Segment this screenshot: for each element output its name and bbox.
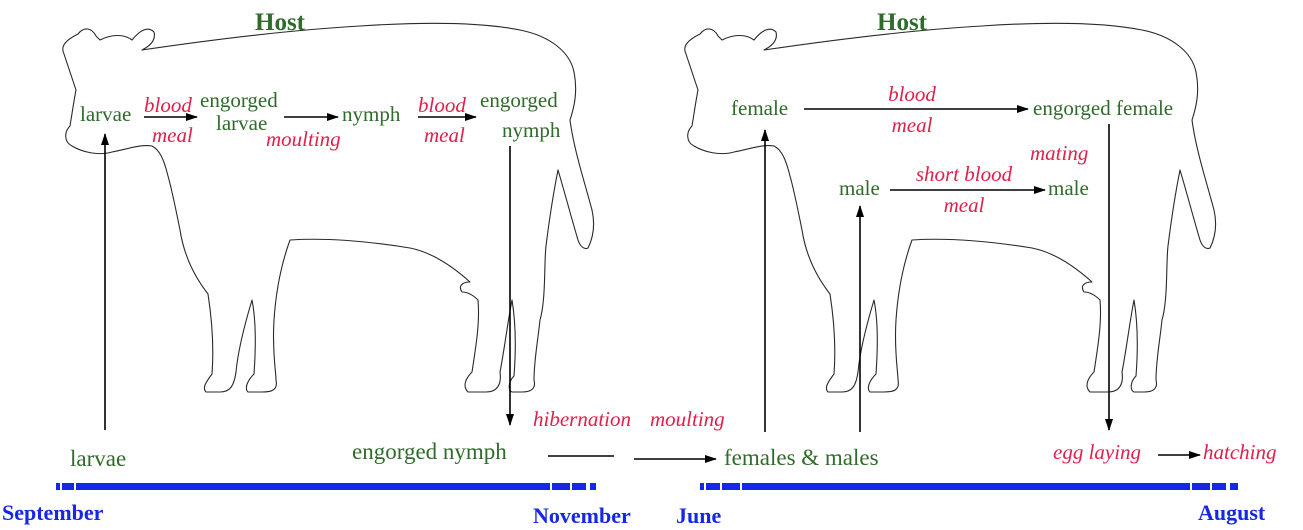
activity-blood-meal-1-a: blood bbox=[144, 93, 192, 117]
activity-blood-meal-female-a: blood bbox=[888, 82, 936, 106]
host-label-left: Host bbox=[255, 9, 306, 36]
ground-hibernation: hibernation bbox=[533, 407, 631, 431]
activity-blood-meal-1-b: meal bbox=[152, 123, 193, 147]
activity-mating: mating bbox=[1030, 141, 1088, 165]
activity-short-blood-meal-b: meal bbox=[944, 193, 985, 217]
stage-engorged-larvae-line1: engorged bbox=[200, 88, 278, 112]
month-november: November bbox=[533, 503, 631, 528]
stage-engorged-female: engorged female bbox=[1033, 96, 1173, 120]
month-august: August bbox=[1198, 500, 1266, 525]
stage-engorged-larvae-line2: larvae bbox=[216, 111, 267, 135]
stage-larvae-on-host: larvae bbox=[80, 102, 131, 126]
stage-engorged-nymph-line2: nymph bbox=[502, 118, 561, 142]
timeline-left bbox=[56, 483, 596, 490]
host-label-right: Host bbox=[877, 9, 928, 36]
activity-blood-meal-2-b: meal bbox=[424, 123, 465, 147]
stage-engorged-nymph-line1: engorged bbox=[480, 88, 558, 112]
month-september: September bbox=[2, 500, 104, 525]
month-june: June bbox=[676, 503, 721, 528]
ground-moulting: moulting bbox=[650, 407, 725, 431]
ground-hatching: hatching bbox=[1203, 440, 1277, 464]
stage-male: male bbox=[839, 176, 880, 200]
cow-outline-left bbox=[63, 23, 594, 392]
activity-moulting-on-host: moulting bbox=[266, 127, 341, 151]
stage-nymph: nymph bbox=[342, 102, 401, 126]
activity-short-blood-meal-a: short blood bbox=[916, 162, 1013, 186]
timeline-right bbox=[700, 483, 1238, 490]
ground-engorged-nymph: engorged nymph bbox=[352, 439, 507, 464]
activity-blood-meal-female-b: meal bbox=[892, 113, 933, 137]
activity-blood-meal-2-a: blood bbox=[418, 93, 466, 117]
ground-females-and-males: females & males bbox=[724, 445, 879, 470]
stage-female: female bbox=[731, 96, 788, 120]
ground-egg-laying: egg laying bbox=[1053, 440, 1141, 464]
stage-male-after-meal: male bbox=[1048, 176, 1089, 200]
ground-larvae: larvae bbox=[70, 446, 126, 471]
